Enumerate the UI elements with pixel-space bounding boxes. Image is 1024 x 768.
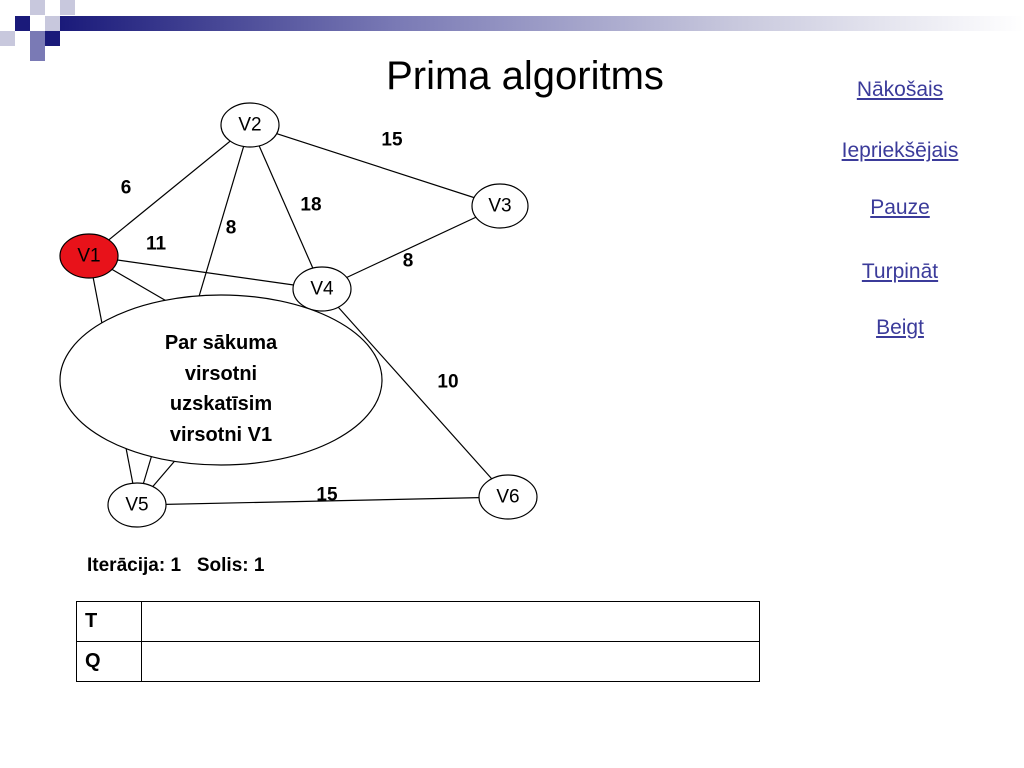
- next-link[interactable]: Nākošais: [856, 78, 944, 101]
- table-key-cell: T: [76, 601, 142, 642]
- node-v3: [471, 183, 529, 229]
- edge-v4-v6: [321, 288, 509, 498]
- edge-v3-v4: [321, 205, 501, 290]
- header-gradient-bar: [60, 16, 1024, 31]
- step-label: Solis:: [196, 555, 249, 576]
- table-row: T: [76, 601, 760, 642]
- edge-v5-v6: [136, 496, 509, 506]
- edge-weight-label: 10: [437, 372, 458, 393]
- continue-link[interactable]: Turpināt: [861, 260, 939, 283]
- callout-line: uzskatīsim: [169, 393, 273, 415]
- table-row: Q: [76, 641, 760, 682]
- end-link[interactable]: Beigt: [876, 316, 924, 339]
- node-v2: [220, 102, 280, 148]
- header-square: [30, 0, 45, 15]
- edge-weight-label: 8: [403, 251, 414, 272]
- callout-line: virsotni V1: [169, 423, 273, 446]
- iteration-label: Iterācija:: [87, 555, 166, 576]
- callout-text: Par sākuma virsotni uzskatīsim virsotni …: [115, 328, 327, 450]
- node-label: V4: [310, 279, 334, 300]
- header-square: [30, 46, 45, 61]
- node-v4: [292, 266, 352, 312]
- header-square: [15, 16, 30, 31]
- edge-weight-label: 15: [381, 130, 403, 151]
- callout-line: virsotni: [184, 362, 258, 385]
- edge-v1-v2: [88, 124, 251, 257]
- status-line: Iterācija: 1 Solis: 1: [87, 555, 264, 577]
- edge-weight-label: 6: [121, 178, 132, 199]
- node-label: V3: [488, 196, 511, 217]
- node-label: V6: [496, 487, 519, 508]
- header-square: [0, 31, 15, 46]
- node-v6: [478, 474, 538, 520]
- state-table: T Q: [76, 601, 760, 682]
- node-v5: [107, 482, 167, 528]
- table-key-cell: Q: [76, 641, 142, 682]
- previous-link[interactable]: Iepriekšējais: [841, 139, 959, 162]
- edge-v2-v4: [249, 124, 323, 290]
- edge-weight-label: 11: [146, 234, 167, 255]
- node-v1: [59, 233, 119, 279]
- pause-link[interactable]: Pauze: [870, 196, 930, 219]
- edge-weight-label: 15: [316, 485, 338, 506]
- header-square: [30, 31, 45, 46]
- edge-weight-label: 18: [300, 195, 321, 216]
- iteration-value: 1: [170, 555, 182, 576]
- edge-weight-label: 8: [226, 218, 237, 239]
- node-label: V1: [77, 246, 100, 267]
- table-value-cell: [141, 641, 760, 682]
- table-value-cell: [141, 601, 760, 642]
- nav-links: Nākošais Iepriekšējais Pauze Turpināt Be…: [800, 0, 1000, 360]
- edge-v1-v4: [88, 255, 323, 290]
- edge-v2-v3: [249, 124, 501, 207]
- step-value: 1: [253, 555, 265, 576]
- header-square: [45, 16, 60, 31]
- node-label: V2: [238, 115, 261, 136]
- callout-line: Par sākuma: [164, 332, 278, 354]
- callout-bubble: [59, 294, 383, 466]
- header-square: [45, 31, 60, 46]
- header-square: [60, 0, 75, 15]
- page-title: Prima algoritms: [386, 54, 664, 98]
- node-label: V5: [125, 495, 148, 516]
- header-decoration: [0, 0, 90, 62]
